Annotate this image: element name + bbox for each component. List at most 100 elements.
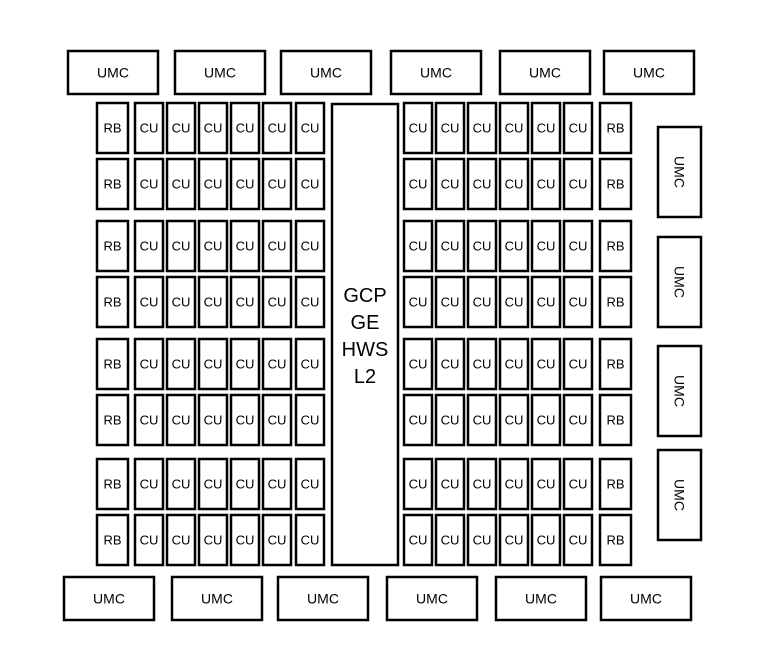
- cu-left-r4-c3: CU: [197, 275, 229, 329]
- cu-right-r7-c4-box: [498, 457, 530, 511]
- cu-right-r7-c1-box: [402, 457, 434, 511]
- cu-left-r3-c2-label: CU: [172, 239, 191, 254]
- rb-left-row-7: RB: [95, 457, 130, 511]
- cu-right-r3-c5: CU: [530, 219, 562, 273]
- rb-left-row-1: RB: [95, 101, 130, 155]
- cu-left-r7-c5: CU: [261, 457, 293, 511]
- cu-right-r6-c6: CU: [562, 393, 594, 447]
- cu-left-r6-c3-label: CU: [204, 413, 223, 428]
- cu-right-r7-c6: CU: [562, 457, 594, 511]
- cu-right-r2-c1-label: CU: [409, 177, 428, 192]
- cu-right-r8-c2-label: CU: [441, 533, 460, 548]
- cu-right-r1-c4-box: [498, 101, 530, 155]
- umc-bottom-5-label: UMC: [525, 591, 557, 607]
- cu-left-r1-c5-box: [261, 101, 293, 155]
- cu-right-r6-c4-box: [498, 393, 530, 447]
- cu-right-r5-c5-label: CU: [537, 357, 556, 372]
- umc-bottom-3-label: UMC: [307, 591, 339, 607]
- cu-left-r7-c4-box: [229, 457, 261, 511]
- rb-left-row-6-label: RB: [103, 413, 121, 428]
- cu-left-r7-c5-box: [261, 457, 293, 511]
- cu-left-r5-c5-label: CU: [268, 357, 287, 372]
- cu-left-r6-c3: CU: [197, 393, 229, 447]
- rb-right-row-2-box: [598, 157, 633, 211]
- cu-left-r5-c6: CU: [294, 337, 326, 391]
- cu-left-r6-c5-label: CU: [268, 413, 287, 428]
- cu-left-r5-c2: CU: [165, 337, 197, 391]
- rb-right-row-4-label: RB: [606, 295, 624, 310]
- cu-right-r3-c2-box: [434, 219, 466, 273]
- cu-left-r8-c3-box: [197, 513, 229, 567]
- cu-left-r8-c4-box: [229, 513, 261, 567]
- cu-right-r5-c6: CU: [562, 337, 594, 391]
- cu-right-r8-c5: CU: [530, 513, 562, 567]
- cu-right-r5-c2-label: CU: [441, 357, 460, 372]
- cu-left-r1-c5: CU: [261, 101, 293, 155]
- cu-left-r1-c1-label: CU: [140, 121, 159, 136]
- cu-left-r4-c3-box: [197, 275, 229, 329]
- cu-right-r4-c3: CU: [466, 275, 498, 329]
- cu-left-r2-c4-box: [229, 157, 261, 211]
- cu-right-r4-c2: CU: [434, 275, 466, 329]
- cu-left-r6-c6: CU: [294, 393, 326, 447]
- cu-left-r5-c3: CU: [197, 337, 229, 391]
- cu-right-r1-c2: CU: [434, 101, 466, 155]
- center-line-4: L2: [354, 366, 376, 388]
- cu-left-r7-c6-box: [294, 457, 326, 511]
- rb-left-row-4: RB: [95, 275, 130, 329]
- cu-left-r1-c1-box: [133, 101, 165, 155]
- cu-left-r6-c6-box: [294, 393, 326, 447]
- umc-right-1-box: [656, 125, 703, 219]
- rb-right-row-3-label: RB: [606, 239, 624, 254]
- cu-right-r6-c6-box: [562, 393, 594, 447]
- center-line-1: GCP: [343, 285, 386, 307]
- umc-right-2-label: UMC: [672, 266, 688, 298]
- cu-right-r8-c6: CU: [562, 513, 594, 567]
- cu-right-r7-c3-label: CU: [473, 477, 492, 492]
- cu-left-r2-c2: CU: [165, 157, 197, 211]
- umc-top-4-label: UMC: [420, 65, 452, 81]
- rb-left-row-2: RB: [95, 157, 130, 211]
- cu-left-r1-c4-label: CU: [236, 121, 255, 136]
- umc-bottom-6-box: [599, 575, 693, 622]
- cu-right-r7-c1: CU: [402, 457, 434, 511]
- cu-left-r6-c4-box: [229, 393, 261, 447]
- rb-left-row-4-box: [95, 275, 130, 329]
- cu-right-r3-c4: CU: [498, 219, 530, 273]
- rb-left-row-3-label: RB: [103, 239, 121, 254]
- cu-left-r2-c1: CU: [133, 157, 165, 211]
- cu-left-r8-c6: CU: [294, 513, 326, 567]
- cu-right-r8-c2: CU: [434, 513, 466, 567]
- cu-right-r3-c6-box: [562, 219, 594, 273]
- cu-right-r1-c5-label: CU: [537, 121, 556, 136]
- cu-left-r3-c4-label: CU: [236, 239, 255, 254]
- rb-right-row-7-box: [598, 457, 633, 511]
- cu-right-r1-c3-box: [466, 101, 498, 155]
- cu-right-r8-c5-label: CU: [537, 533, 556, 548]
- cu-right-r2-c4: CU: [498, 157, 530, 211]
- cu-right-r6-c1-label: CU: [409, 413, 428, 428]
- cu-left-r4-c6-label: CU: [301, 295, 320, 310]
- cu-left-r6-c2: CU: [165, 393, 197, 447]
- umc-top-1-label: UMC: [97, 65, 129, 81]
- rb-right-row-4: RB: [598, 275, 633, 329]
- umc-top-4: UMC: [389, 49, 483, 96]
- cu-right-r1-c1-label: CU: [409, 121, 428, 136]
- cu-right-r6-c4-label: CU: [505, 413, 524, 428]
- cu-right-r1-c2-box: [434, 101, 466, 155]
- cu-right-r2-c5: CU: [530, 157, 562, 211]
- cu-left-r4-c4-box: [229, 275, 261, 329]
- cu-right-r5-c3: CU: [466, 337, 498, 391]
- cu-left-r6-c2-box: [165, 393, 197, 447]
- cu-left-r6-c4: CU: [229, 393, 261, 447]
- center-block: GCP GE HWS L2: [330, 102, 400, 567]
- cu-left-r8-c5: CU: [261, 513, 293, 567]
- cu-left-r7-c3: CU: [197, 457, 229, 511]
- cu-right-r1-c3: CU: [466, 101, 498, 155]
- umc-top-3-box: [279, 49, 373, 96]
- umc-bottom-3: UMC: [276, 575, 370, 622]
- rb-right-row-6: RB: [598, 393, 633, 447]
- cu-left-r4-c6: CU: [294, 275, 326, 329]
